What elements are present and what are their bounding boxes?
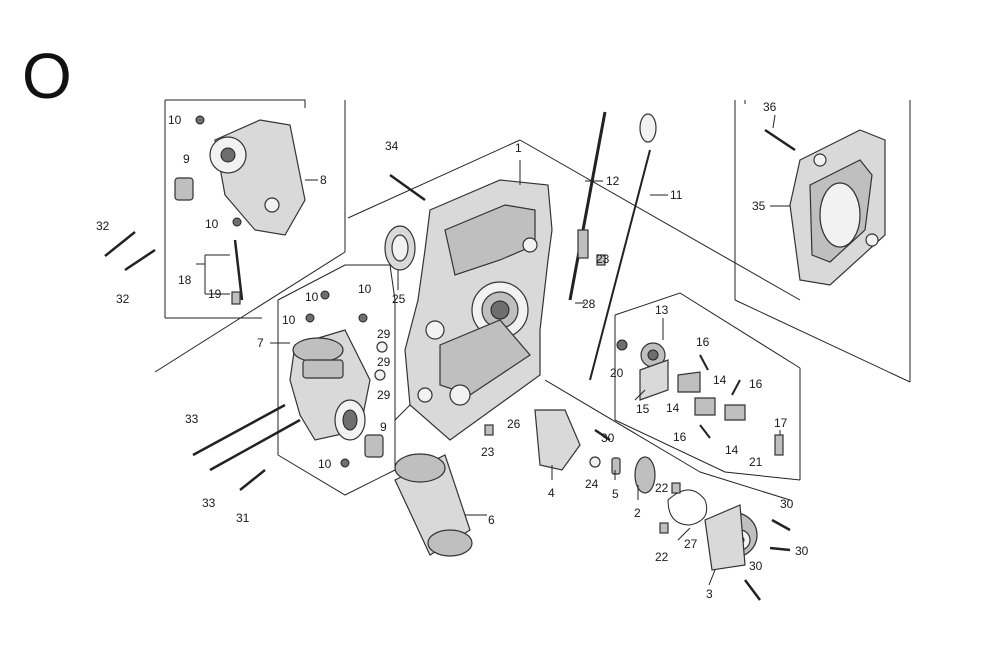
callout-32b: 32 bbox=[116, 292, 130, 306]
callout-23b: 23 bbox=[596, 252, 610, 266]
callout-16b: 16 bbox=[749, 377, 763, 391]
callout-22b: 22 bbox=[655, 550, 669, 564]
breather-housing bbox=[209, 119, 306, 236]
crankcase-cover bbox=[394, 179, 553, 441]
callout-14b: 14 bbox=[666, 401, 680, 415]
callout-30d: 30 bbox=[749, 559, 763, 573]
callout-14c: 14 bbox=[725, 443, 739, 457]
callout-13: 13 bbox=[655, 303, 669, 317]
callout-2: 2 bbox=[634, 506, 641, 520]
callout-29a: 29 bbox=[377, 327, 391, 341]
callout-32a: 32 bbox=[96, 219, 110, 233]
oil-pump-rotor bbox=[634, 456, 656, 494]
callout-9a: 9 bbox=[183, 152, 190, 166]
callout-34: 34 bbox=[385, 139, 399, 153]
callout-7: 7 bbox=[257, 336, 264, 350]
springs bbox=[174, 177, 621, 475]
callout-25: 25 bbox=[392, 292, 406, 306]
callout-19: 19 bbox=[208, 287, 222, 301]
small-parts bbox=[195, 115, 784, 534]
callout-27: 27 bbox=[684, 537, 698, 551]
callout-3: 3 bbox=[706, 587, 713, 601]
callout-31: 31 bbox=[236, 511, 250, 525]
callout-12: 12 bbox=[606, 174, 620, 188]
oil-filter-housing bbox=[289, 329, 371, 441]
callout-10e: 10 bbox=[282, 313, 296, 327]
callout-16a: 16 bbox=[696, 335, 710, 349]
o-ring bbox=[667, 489, 708, 526]
callout-35: 35 bbox=[752, 199, 766, 213]
callout-1: 1 bbox=[515, 141, 522, 155]
callout-18: 18 bbox=[178, 273, 192, 287]
callout-10a: 10 bbox=[168, 113, 182, 127]
callout-6: 6 bbox=[488, 513, 495, 527]
callout-30a: 30 bbox=[601, 431, 615, 445]
callout-24: 24 bbox=[585, 477, 599, 491]
callout-20: 20 bbox=[610, 366, 624, 380]
oil-pump-gear bbox=[704, 504, 758, 571]
callout-labels: 1 12 11 10 9 8 10 18 19 32 32 34 25 10 1… bbox=[96, 100, 809, 601]
callout-8: 8 bbox=[320, 173, 327, 187]
oil-strainer bbox=[534, 409, 581, 471]
callout-5: 5 bbox=[612, 487, 619, 501]
callout-14a: 14 bbox=[713, 373, 727, 387]
callout-28: 28 bbox=[582, 297, 596, 311]
callout-26: 26 bbox=[507, 417, 521, 431]
callout-33b: 33 bbox=[202, 496, 216, 510]
callout-21: 21 bbox=[749, 455, 763, 469]
callout-22a: 22 bbox=[655, 481, 669, 495]
callout-10c: 10 bbox=[305, 290, 319, 304]
dipstick bbox=[568, 111, 657, 381]
callout-10b: 10 bbox=[205, 217, 219, 231]
oil-seal bbox=[384, 225, 416, 271]
callout-29c: 29 bbox=[377, 388, 391, 402]
callout-23a: 23 bbox=[481, 445, 495, 459]
callout-29b: 29 bbox=[377, 355, 391, 369]
oil-filter-cartridge bbox=[394, 453, 473, 557]
callout-30b: 30 bbox=[780, 497, 794, 511]
callout-4: 4 bbox=[548, 486, 555, 500]
frame-lines bbox=[154, 99, 911, 501]
callout-11: 11 bbox=[670, 188, 683, 202]
section-letter: O bbox=[22, 40, 72, 112]
leader-lines bbox=[196, 114, 790, 586]
callout-10f: 10 bbox=[318, 457, 332, 471]
bolts bbox=[104, 128, 796, 601]
callout-17: 17 bbox=[774, 416, 788, 430]
governor-gear bbox=[639, 342, 669, 401]
callout-15: 15 bbox=[636, 402, 650, 416]
callout-33a: 33 bbox=[185, 412, 199, 426]
callout-10d: 10 bbox=[358, 282, 372, 296]
side-cover bbox=[789, 129, 886, 286]
callout-30c: 30 bbox=[795, 544, 809, 558]
callout-9b: 9 bbox=[380, 420, 387, 434]
callout-16c: 16 bbox=[673, 430, 687, 444]
callout-36: 36 bbox=[763, 100, 777, 114]
